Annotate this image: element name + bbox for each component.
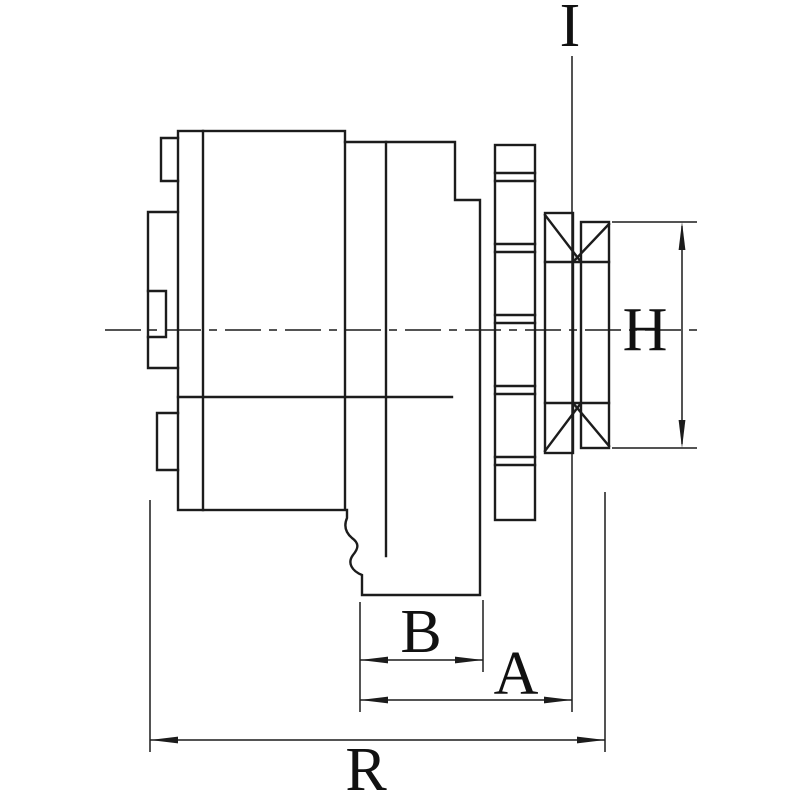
- drawing-root: I H B: [105, 0, 700, 800]
- dim-H-arrowhead-top: [678, 222, 686, 250]
- dimension-H: H: [612, 221, 697, 449]
- dimension-I: I: [560, 0, 581, 712]
- rear-housing-outline: [176, 129, 347, 512]
- pulley-left-flange: [543, 211, 575, 455]
- dimension-R: R: [149, 492, 606, 800]
- fan-blade-segments: [493, 171, 537, 467]
- dimension-A: A: [360, 640, 572, 708]
- dim-A-arrowhead-right: [544, 696, 572, 704]
- top-mounting-tab: [159, 136, 180, 183]
- dim-A-arrowhead-left: [360, 696, 388, 704]
- dim-R-arrowhead-right: [577, 736, 605, 744]
- dim-label-R: R: [345, 736, 387, 800]
- dim-B-arrowhead-left: [360, 656, 388, 664]
- pulley-groove-top-profile: [543, 213, 611, 264]
- pulley-groove-bottom-lines: [543, 260, 611, 405]
- dim-label-A: A: [494, 640, 539, 708]
- cooling-fan: [493, 143, 537, 522]
- dim-label-I: I: [560, 0, 581, 60]
- front-bracket-outline: [343, 140, 482, 597]
- pulley-groove-lower-profile: [543, 401, 611, 453]
- pulley: [543, 211, 611, 455]
- dim-B-arrowhead-right: [455, 656, 483, 664]
- dim-R-arrowhead-left: [150, 736, 178, 744]
- rear-housing: [146, 129, 454, 512]
- dim-label-B: B: [400, 598, 441, 666]
- pulley-right-flange: [579, 220, 611, 450]
- fan-outline: [493, 143, 537, 522]
- front-bracket: [343, 140, 482, 597]
- dimension-B: B: [359, 598, 484, 712]
- dim-label-H: H: [623, 296, 668, 364]
- mounting-boss-slot: [146, 289, 168, 339]
- bottom-mounting-lug: [155, 411, 180, 472]
- dim-H-arrowhead-bottom: [678, 420, 686, 448]
